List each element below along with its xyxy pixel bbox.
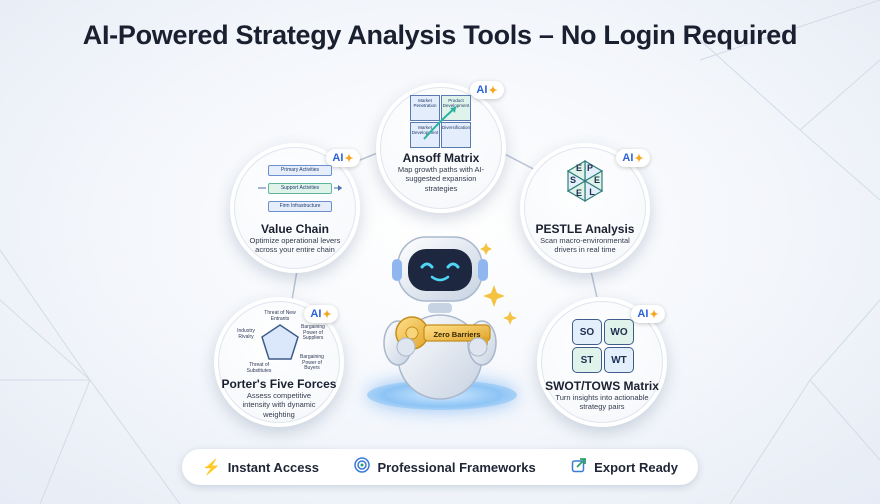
force-label: Industry Rivalry xyxy=(237,328,255,340)
swot-cell: WT xyxy=(604,347,634,373)
pestle-letter: S xyxy=(570,175,576,185)
card-title: SWOT/TOWS Matrix xyxy=(545,379,659,393)
pestle-letter: P xyxy=(587,163,593,173)
swot-cell: SO xyxy=(572,319,602,345)
card-description: Assess competitive intensity with dynami… xyxy=(242,391,316,419)
pentagon-chart-icon xyxy=(261,324,299,360)
page-title: AI-Powered Strategy Analysis Tools – No … xyxy=(82,20,798,50)
pestle-letter: E xyxy=(576,188,582,198)
pestle-analysis-card[interactable]: AI✦ P E L E S E PESTLE Analysis Scan mac… xyxy=(520,143,650,273)
feature-export-ready: Export Ready xyxy=(571,457,678,477)
force-label: Threat of Substitutes xyxy=(246,362,272,374)
swot-tows-matrix-card[interactable]: AI✦ SO WO ST WT SWOT/TOWS Matrix Turn in… xyxy=(537,297,667,427)
value-chain-bar: Firm Infrastructure xyxy=(268,201,332,212)
value-chain-bar: Support Activities xyxy=(268,183,332,194)
pestle-letter: E xyxy=(576,163,582,173)
card-title: Ansoff Matrix xyxy=(402,151,480,165)
porters-five-forces-card[interactable]: AI✦ Threat of New Entrants Bargaining Po… xyxy=(214,297,344,427)
feature-professional-frameworks: Professional Frameworks xyxy=(354,457,536,477)
value-chain-bar: Primary Activities xyxy=(268,165,332,176)
value-chain-card[interactable]: AI✦ Primary Activities Support Activitie… xyxy=(230,143,360,273)
feature-instant-access: ⚡ Instant Access xyxy=(202,459,319,476)
ansoff-cell: Market Penetration xyxy=(410,95,440,121)
sparkle-icon: ✦ xyxy=(634,152,644,165)
card-description: Map growth paths with AI-suggested expan… xyxy=(397,165,485,193)
lightning-icon: ⚡ xyxy=(202,459,221,476)
export-icon xyxy=(571,457,587,477)
card-title: Value Chain xyxy=(260,222,330,236)
pestle-hexagon-icon: P E L E S E xyxy=(566,159,604,203)
key-label: Zero Barriers xyxy=(433,330,480,339)
card-description: Scan macro-environmental drivers in real… xyxy=(540,236,630,255)
sparkle-icon: ✦ xyxy=(488,84,498,97)
feature-bar: ⚡ Instant Access Professional Frameworks… xyxy=(182,449,698,485)
sparkle-icon: ✦ xyxy=(649,308,659,321)
force-label: Threat of New Entrants xyxy=(264,310,296,322)
ansoff-matrix-card[interactable]: AI✦ Market Penetration Product Developme… xyxy=(376,81,506,213)
force-label: Bargaining Power of Buyers xyxy=(300,354,324,371)
card-title: PESTLE Analysis xyxy=(535,222,635,236)
swot-cell: ST xyxy=(572,347,602,373)
ai-badge: AI✦ xyxy=(631,305,665,323)
card-description: Optimize operational levers across your … xyxy=(249,236,341,255)
force-label: Bargaining Power of Suppliers xyxy=(301,324,325,341)
ai-badge: AI✦ xyxy=(304,305,338,323)
growth-arrow-icon xyxy=(423,106,457,140)
sparkle-icon: ✦ xyxy=(344,152,354,165)
card-title: Porter's Five Forces xyxy=(221,377,337,391)
ai-badge: AI✦ xyxy=(616,149,650,167)
target-icon xyxy=(354,457,371,477)
sparkle-icon: ✦ xyxy=(322,308,332,321)
swot-cell: WO xyxy=(604,319,634,345)
chain-arrow-icon xyxy=(258,185,342,191)
ansoff-cell: Diversification xyxy=(441,122,471,148)
ansoff-grid: Market Penetration Product Development M… xyxy=(410,95,472,149)
ai-badge: AI✦ xyxy=(326,149,360,167)
robot-mascot-icon: Zero Barriers xyxy=(383,236,517,400)
pestle-letter: E xyxy=(594,175,600,185)
ai-badge: AI✦ xyxy=(470,81,504,99)
card-description: Turn insights into actionable strategy p… xyxy=(555,393,649,412)
pestle-letter: L xyxy=(589,187,595,197)
